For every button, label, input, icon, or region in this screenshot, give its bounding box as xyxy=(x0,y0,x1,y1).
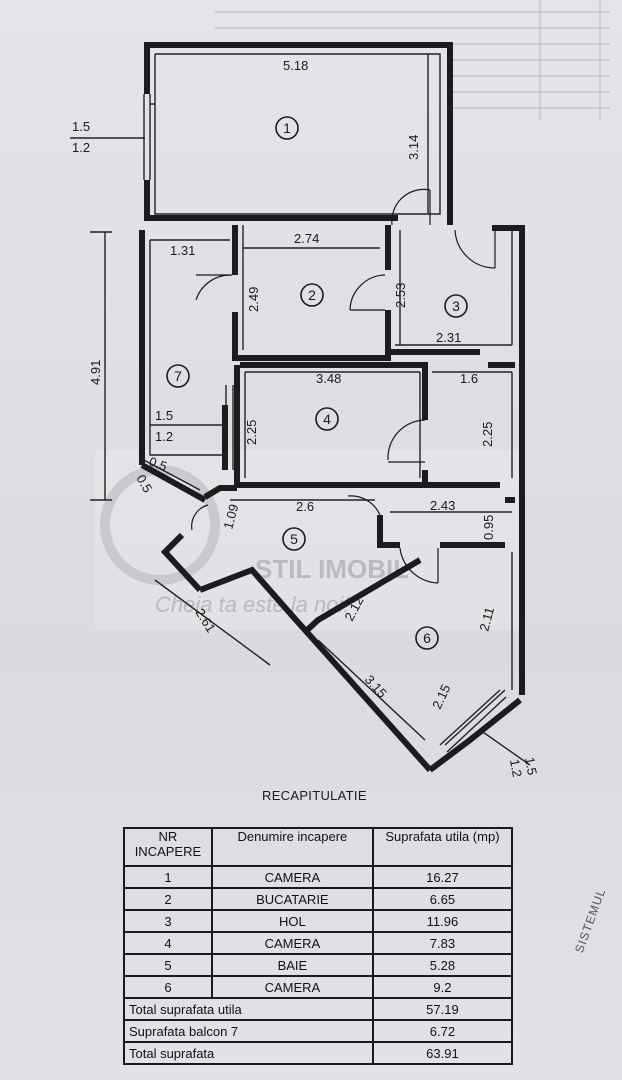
header-name: Denumire incapere xyxy=(210,827,374,867)
table-row: 4 CAMERA 7.83 xyxy=(123,931,514,955)
row-name: BUCATARIE xyxy=(210,887,374,911)
dim-2-74: 2.74 xyxy=(294,231,319,246)
header-area: Suprafata utila (mp) xyxy=(371,827,514,867)
total-label: Suprafata balcon 7 xyxy=(123,1019,374,1043)
table-row: 3 HOL 11.96 xyxy=(123,909,514,933)
dim-3-48: 3.48 xyxy=(316,371,341,386)
dim-2-25-hall: 2.25 xyxy=(480,422,495,447)
window-6-bottom: 1.2 xyxy=(507,758,525,778)
row-nr: 5 xyxy=(123,953,213,977)
dim-2-15: 2.15 xyxy=(429,682,453,711)
row-name: BAIE xyxy=(210,953,374,977)
room-3-circle xyxy=(444,294,468,318)
table-row: 6 CAMERA 9.2 xyxy=(123,975,514,999)
total-row: Total suprafata 63.91 xyxy=(123,1041,514,1065)
room-labels: 1 2 3 4 5 6 7 xyxy=(166,116,468,650)
row-area: 16.27 xyxy=(371,865,514,889)
row-nr: 3 xyxy=(123,909,213,933)
dim-5-18: 5.18 xyxy=(283,58,308,73)
total-value: 63.91 xyxy=(371,1041,514,1065)
room-6-circle xyxy=(415,626,439,650)
dim-2-25-room4: 2.25 xyxy=(244,420,259,445)
row-name: CAMERA xyxy=(210,975,374,999)
row-name: HOL xyxy=(210,909,374,933)
dim-1-09: 1.09 xyxy=(220,502,241,530)
room-7-circle xyxy=(166,364,190,388)
walls xyxy=(139,42,525,773)
dim-0-5-a: 0.5 xyxy=(147,454,169,474)
row-nr: 1 xyxy=(123,865,213,889)
row-area: 7.83 xyxy=(371,931,514,955)
recap-title: RECAPITULATIE xyxy=(262,788,367,803)
row-nr: 6 xyxy=(123,975,213,999)
dim-2-53: 2.53 xyxy=(393,283,408,308)
room-5-circle xyxy=(282,527,306,551)
total-row: Suprafata balcon 7 6.72 xyxy=(123,1019,514,1043)
total-label: Total suprafata utila xyxy=(123,997,374,1021)
dim-0-95: 0.95 xyxy=(481,515,496,540)
room-6-number: 6 xyxy=(423,630,431,646)
row-name: CAMERA xyxy=(210,865,374,889)
row-name: CAMERA xyxy=(210,931,374,955)
window-7-top: 1.5 xyxy=(155,408,173,423)
table-row: 5 BAIE 5.28 xyxy=(123,953,514,977)
window-labels: 1.5 1.2 1.5 1.2 1.5 1.2 xyxy=(72,119,540,778)
table-header-row: NR INCAPERE Denumire incapere Suprafata … xyxy=(123,827,514,867)
room-4-number: 4 xyxy=(323,411,331,427)
row-area: 11.96 xyxy=(371,909,514,933)
room-3-number: 3 xyxy=(452,298,460,314)
window-6-top: 1.5 xyxy=(522,756,540,776)
dim-2-11: 2.11 xyxy=(476,605,497,632)
room-2-number: 2 xyxy=(308,287,316,303)
table-row: 1 CAMERA 16.27 xyxy=(123,865,514,889)
room-7-number: 7 xyxy=(174,368,182,384)
dim-1-31: 1.31 xyxy=(170,243,195,258)
total-row: Total suprafata utila 57.19 xyxy=(123,997,514,1021)
inner-lines xyxy=(70,53,531,766)
row-area: 9.2 xyxy=(371,975,514,999)
row-area: 5.28 xyxy=(371,953,514,977)
row-nr: 4 xyxy=(123,931,213,955)
room-1-circle xyxy=(275,116,299,140)
dim-2-43: 2.43 xyxy=(430,498,455,513)
dim-2-31: 2.31 xyxy=(436,330,461,345)
recap-table: NR INCAPERE Denumire incapere Suprafata … xyxy=(123,827,514,1065)
window-7-bottom: 1.2 xyxy=(155,429,173,444)
room-2-circle xyxy=(300,283,324,307)
dim-1-6: 1.6 xyxy=(460,371,478,386)
row-area: 6.65 xyxy=(371,887,514,911)
floor-plan: STIL IMOBIL Cheia ta este la noi! xyxy=(70,0,610,778)
doors xyxy=(191,188,496,584)
background-grid xyxy=(215,0,610,120)
watermark-slogan: Cheia ta este la noi! xyxy=(155,592,349,617)
window-1-top: 1.5 xyxy=(72,119,90,134)
total-value: 6.72 xyxy=(371,1019,514,1043)
dim-4-91: 4.91 xyxy=(88,360,103,385)
total-value: 57.19 xyxy=(371,997,514,1021)
row-nr: 2 xyxy=(123,887,213,911)
window-1-bottom: 1.2 xyxy=(72,140,90,155)
table-row: 2 BUCATARIE 6.65 xyxy=(123,887,514,911)
room-1-number: 1 xyxy=(283,120,291,136)
dim-3-14: 3.14 xyxy=(406,135,421,160)
room-5-number: 5 xyxy=(290,531,298,547)
dim-2-6: 2.6 xyxy=(296,499,314,514)
room-4-circle xyxy=(315,407,339,431)
header-nr: NR INCAPERE xyxy=(123,827,213,867)
total-label: Total suprafata xyxy=(123,1041,374,1065)
dim-2-49: 2.49 xyxy=(246,287,261,312)
